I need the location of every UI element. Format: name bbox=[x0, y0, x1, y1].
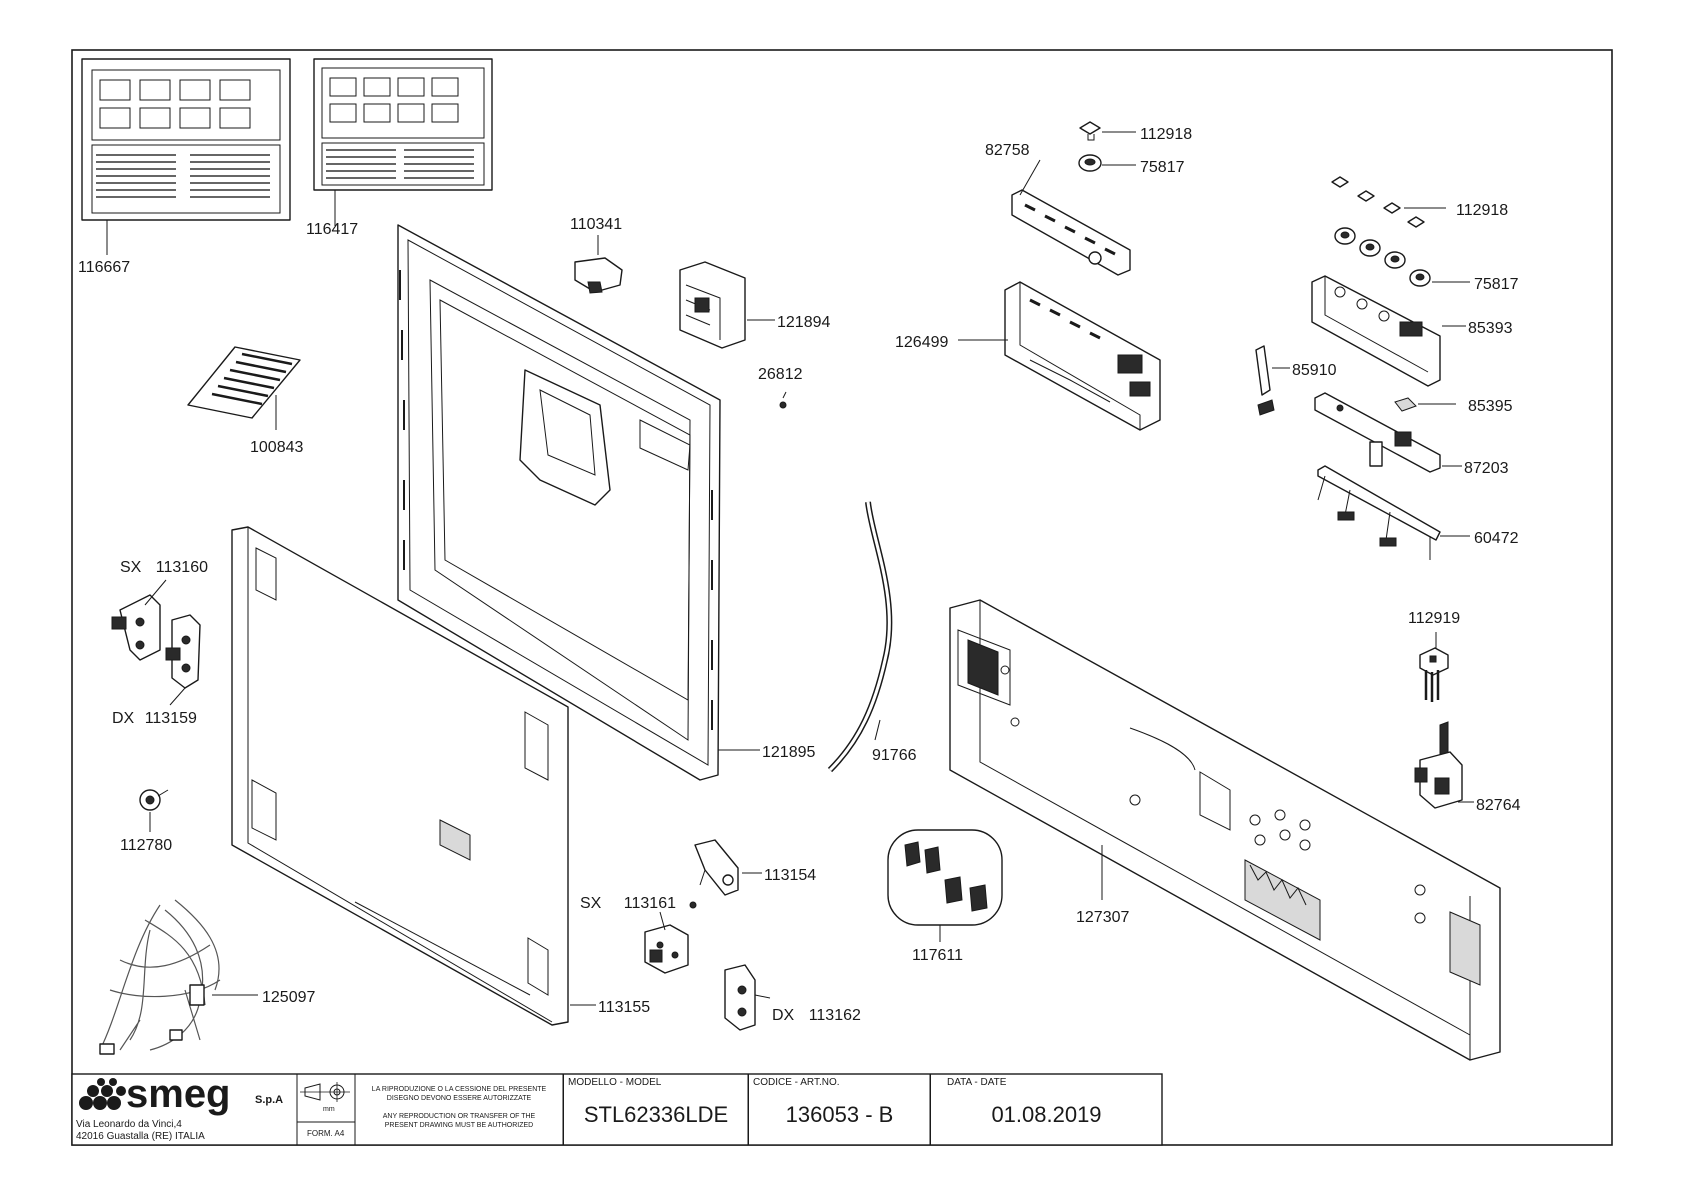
part-label-113154: 113154 bbox=[764, 867, 816, 884]
part-label-82758: 82758 bbox=[985, 142, 1030, 159]
side-label-sx: SX bbox=[580, 895, 602, 912]
notice-italian: LA RIPRODUZIONE O LA CESSIONE DEL PRESEN… bbox=[371, 1086, 547, 1102]
instruction-sheet-116417 bbox=[313, 58, 493, 191]
hinge-plate-sx-113161 bbox=[644, 901, 697, 974]
date-caption: DATA - DATE bbox=[947, 1077, 1007, 1088]
electronic-cover-82758 bbox=[1011, 189, 1131, 276]
control-panel-127307 bbox=[949, 599, 1501, 1061]
format-label: FORM. A4 bbox=[307, 1129, 345, 1138]
side-label-sx: SX bbox=[120, 559, 142, 576]
part-label-116667: 116667 bbox=[78, 259, 130, 276]
hinge-dx-113159 bbox=[165, 614, 201, 689]
button-cap-112918 bbox=[1079, 121, 1101, 141]
hinge-sx-label-113160: SX 113160 bbox=[120, 559, 208, 576]
part-label-127307: 127307 bbox=[1076, 909, 1129, 926]
screw-26812 bbox=[779, 391, 787, 409]
light-guide-85910 bbox=[1255, 345, 1275, 416]
inner-door-panel-121895 bbox=[397, 224, 721, 781]
part-label-85393: 85393 bbox=[1468, 320, 1513, 337]
part-label-87203: 87203 bbox=[1464, 460, 1509, 477]
button-caps-112918 bbox=[1331, 176, 1425, 228]
model-value: STL62336LDE bbox=[583, 1102, 729, 1127]
model-caption: MODELLO - MODEL bbox=[568, 1077, 662, 1088]
part-label-110341: 110341 bbox=[570, 216, 622, 233]
brand-suffix: S.p.A bbox=[255, 1094, 283, 1106]
part-label-100843: 100843 bbox=[250, 439, 303, 456]
part-label-60472: 60472 bbox=[1474, 530, 1519, 547]
electronic-board-126499 bbox=[1004, 281, 1161, 431]
part-label-112918-right: 112918 bbox=[1456, 202, 1508, 219]
code-cell: CODICE - ART.NO. 136053 - B bbox=[748, 1074, 930, 1145]
part-label-121894: 121894 bbox=[777, 314, 830, 331]
part-label-85910: 85910 bbox=[1292, 362, 1337, 379]
part-label-113159: 113159 bbox=[145, 710, 197, 727]
button-holder-85393 bbox=[1311, 275, 1441, 387]
part-label-113162: 113162 bbox=[809, 1007, 861, 1024]
button-springs-75817 bbox=[1334, 227, 1431, 287]
model-cell: MODELLO - MODEL STL62336LDE bbox=[563, 1074, 748, 1145]
interface-board-87203 bbox=[1314, 392, 1441, 473]
part-label-113155: 113155 bbox=[598, 999, 650, 1016]
part-label-91766: 91766 bbox=[872, 747, 917, 764]
part-label-113161: 113161 bbox=[624, 895, 676, 912]
address-line-1: Via Leonardo da Vinci,4 bbox=[76, 1119, 182, 1130]
button-spring-75817 bbox=[1078, 154, 1102, 172]
part-label-82764: 82764 bbox=[1476, 797, 1521, 814]
hinge-plate-sx-label-113161: SX 113161 bbox=[580, 895, 676, 912]
side-label-dx: DX bbox=[772, 1007, 795, 1024]
wiring-harness-125097 bbox=[99, 899, 221, 1055]
part-label-112780: 112780 bbox=[120, 837, 172, 854]
button-85395 bbox=[1394, 397, 1417, 412]
part-label-112919: 112919 bbox=[1408, 610, 1460, 627]
unit-label: mm bbox=[323, 1106, 335, 1113]
label-grid-100843 bbox=[187, 346, 301, 419]
hinge-sx-113160 bbox=[111, 594, 161, 661]
outer-door-panel-113155 bbox=[231, 526, 569, 1026]
notice-english: ANY REPRODUCTION OR TRANSFER OF THE PRES… bbox=[382, 1113, 536, 1129]
part-label-75817-top: 75817 bbox=[1140, 159, 1185, 176]
title-block: smeg S.p.A Via Leonardo da Vinci,4 42016… bbox=[71, 1072, 1163, 1146]
part-label-126499: 126499 bbox=[895, 334, 948, 351]
part-label-112918-top: 112918 bbox=[1140, 126, 1192, 143]
part-label-85395: 85395 bbox=[1468, 398, 1513, 415]
smeg-logo-dots bbox=[79, 1078, 126, 1110]
detergent-dispenser-121894 bbox=[679, 261, 746, 349]
part-label-26812: 26812 bbox=[758, 366, 803, 383]
cap-plug-112780 bbox=[139, 789, 169, 811]
side-label-dx: DX bbox=[112, 710, 135, 727]
smeg-wordmark: smeg bbox=[126, 1072, 231, 1116]
door-latch-110341 bbox=[574, 257, 623, 294]
part-label-121895: 121895 bbox=[762, 744, 815, 761]
projection-symbol-icon bbox=[300, 1082, 350, 1102]
code-caption: CODICE - ART.NO. bbox=[753, 1077, 840, 1088]
part-label-125097: 125097 bbox=[262, 989, 315, 1006]
door-seal-91766 bbox=[827, 501, 893, 773]
part-label-116417: 116417 bbox=[306, 221, 358, 238]
instruction-sheet-116667 bbox=[81, 58, 291, 221]
part-label-117611: 117611 bbox=[912, 947, 963, 964]
code-value: 136053 - B bbox=[785, 1102, 894, 1127]
hinge-plate-dx-113162 bbox=[724, 964, 756, 1031]
switch-112919 bbox=[1419, 647, 1449, 702]
part-label-75817-right: 75817 bbox=[1474, 276, 1519, 293]
bracket-113154 bbox=[694, 839, 739, 896]
door-switch-82764 bbox=[1414, 721, 1463, 809]
fixing-kit-117611 bbox=[887, 829, 1003, 926]
date-cell: DATA - DATE 01.08.2019 bbox=[930, 1074, 1162, 1145]
date-value: 01.08.2019 bbox=[991, 1102, 1102, 1127]
address-line-2: 42016 Guastalla (RE) ITALIA bbox=[76, 1131, 205, 1142]
part-label-113160: 113160 bbox=[156, 559, 208, 576]
hinge-dx-label-113159: DX 113159 bbox=[112, 710, 197, 727]
button-bracket-60472 bbox=[1317, 465, 1441, 560]
hinge-plate-dx-label-113162: DX 113162 bbox=[772, 1007, 861, 1024]
